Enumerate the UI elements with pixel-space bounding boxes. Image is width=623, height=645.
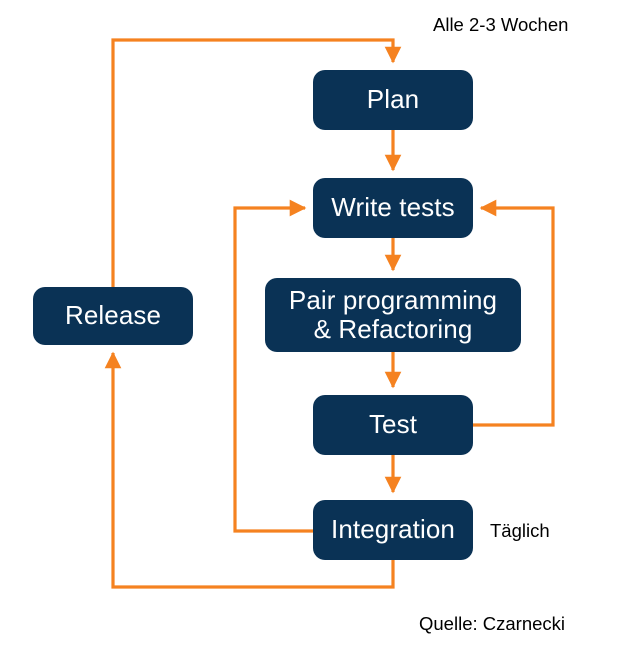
node-pair-programming-refactoring[interactable]: Pair programming & Refactoring (265, 278, 521, 352)
node-integration[interactable]: Integration (313, 500, 473, 560)
node-write-tests[interactable]: Write tests (313, 178, 473, 238)
node-plan-label: Plan (366, 84, 420, 115)
node-plan[interactable]: Plan (313, 70, 473, 130)
caption-integration-frequency: Täglich (490, 520, 550, 541)
node-release-label: Release (64, 300, 162, 331)
caption-release-cadence: Alle 2-3 Wochen (433, 14, 569, 35)
node-write-tests-label: Write tests (331, 192, 455, 223)
node-test-label: Test (368, 409, 418, 440)
connector-release-to-plan (111, 38, 402, 287)
connector-test-to-write-tests (473, 199, 555, 427)
connector-integration-to-release (104, 351, 395, 589)
node-integration-label: Integration (331, 514, 455, 545)
node-test[interactable]: Test (313, 395, 473, 455)
caption-source-attribution: Quelle: Czarnecki (419, 613, 566, 634)
node-release[interactable]: Release (33, 287, 193, 345)
connector-integration-to-write-tests (233, 199, 313, 533)
node-pair-programming-refactoring-label: Pair programming & Refactoring (288, 284, 498, 344)
